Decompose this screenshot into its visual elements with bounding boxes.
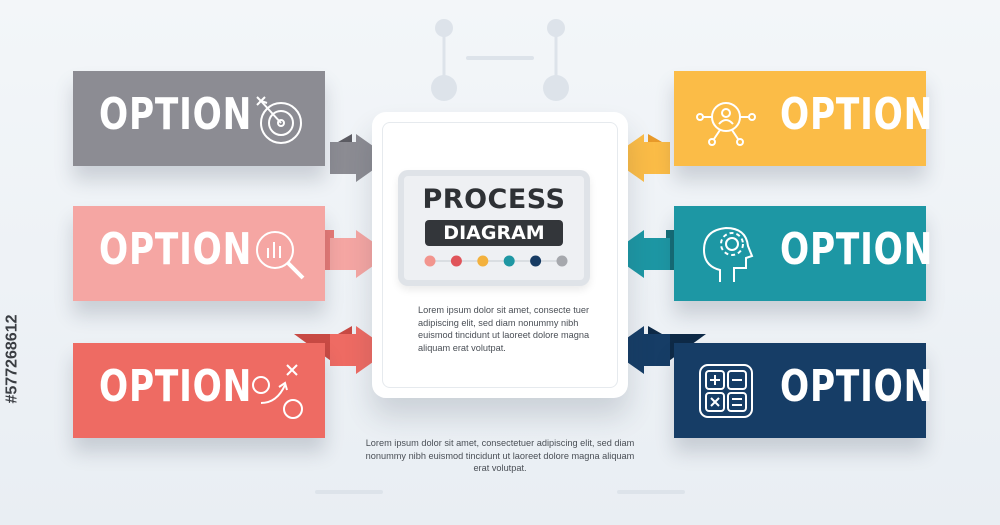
option-card-4: OPTION — [674, 71, 932, 166]
color-dot — [424, 255, 436, 267]
color-dots-row — [424, 255, 568, 267]
center-description: Lorem ipsum dolor sit amet, consecte tue… — [418, 305, 590, 353]
option-label: OPTION — [99, 361, 253, 412]
option-label: OPTION — [99, 89, 253, 140]
option-label: OPTION — [780, 224, 934, 275]
option-card-5: OPTION — [674, 206, 932, 301]
target-icon — [256, 96, 302, 144]
magnifier-chart-icon — [256, 231, 305, 280]
arrow-option-1 — [294, 134, 390, 182]
arrow-option-4 — [610, 134, 706, 182]
strategy-icon — [252, 364, 303, 419]
option-card-3: OPTION — [73, 343, 325, 438]
bottom-line-left — [315, 490, 383, 494]
option-label: OPTION — [780, 361, 934, 412]
head-gear-icon — [702, 226, 754, 282]
option-card-1: OPTION — [73, 71, 325, 166]
color-dot — [477, 255, 489, 267]
option-card-2: OPTION — [73, 206, 325, 301]
footer-description: Lorem ipsum dolor sit amet, consectetuer… — [365, 438, 635, 473]
bottom-line-right — [617, 490, 685, 494]
diagram-title-box: PROCESS DIAGRAM — [398, 170, 590, 286]
center-panel-inner — [382, 122, 618, 388]
color-dot — [450, 255, 462, 267]
option-label: OPTION — [780, 89, 934, 140]
calculator-icon — [699, 364, 753, 418]
option-card-6: OPTION — [674, 343, 932, 438]
option-label: OPTION — [99, 224, 253, 275]
top-connector-decoration — [431, 19, 569, 101]
network-person-icon — [696, 102, 756, 146]
color-dot — [556, 255, 568, 267]
diagram-title-line1: PROCESS — [422, 184, 566, 215]
watermark-id: #577268612 — [3, 314, 21, 404]
color-dot — [503, 255, 515, 267]
color-dot — [530, 255, 542, 267]
diagram-title-line2: DIAGRAM — [425, 220, 563, 246]
